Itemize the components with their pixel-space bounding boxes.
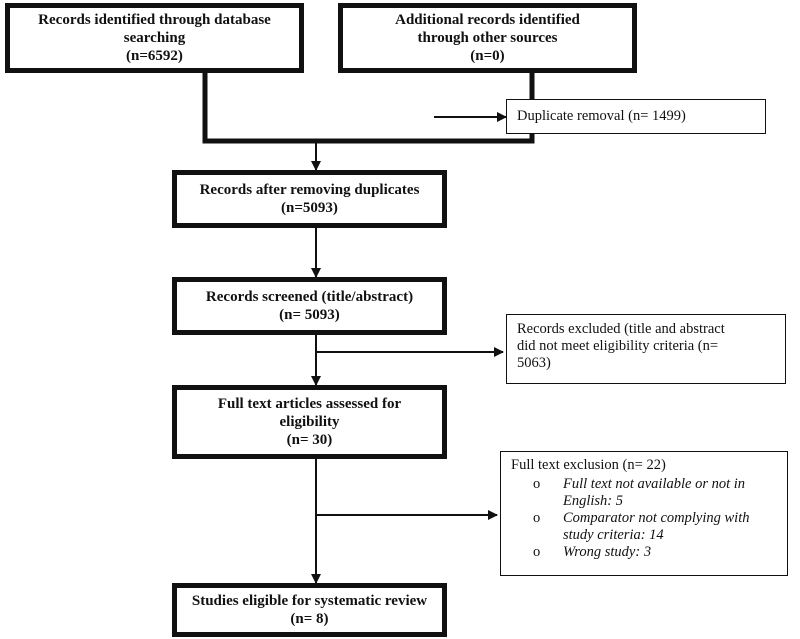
- box-identified-other-line1: Additional records identified: [395, 12, 580, 28]
- box-after-duplicates: Records after removing duplicates (n=509…: [172, 170, 447, 228]
- box-identified-other-sources: Additional records identified through ot…: [338, 3, 637, 73]
- exclusion-item: o Comparator not complying with study cr…: [533, 510, 777, 544]
- exclusion-item-2-line1: Comparator not complying with: [563, 510, 750, 526]
- box-identified-database-line2: searching: [123, 30, 186, 46]
- box-studies-eligible: Studies eligible for systematic review (…: [172, 583, 447, 637]
- box-full-text-count: (n= 30): [286, 432, 333, 448]
- records-excluded-line1: Records excluded (title and abstract: [517, 321, 725, 337]
- exclusion-item: o Wrong study: 3: [533, 544, 777, 561]
- exclusion-item-1-line1: Full text not available or not in: [563, 476, 746, 492]
- box-after-duplicates-line1: Records after removing duplicates: [199, 182, 420, 198]
- box-full-text-assessed: Full text articles assessed for eligibil…: [172, 385, 447, 459]
- exclusion-item-1-line2: English: 5: [563, 493, 624, 509]
- box-records-excluded: Records excluded (title and abstract did…: [506, 314, 786, 384]
- records-excluded-line2: did not meet eligibility criteria (n=: [517, 338, 719, 354]
- duplicate-removal-text: Duplicate removal (n= 1499): [517, 108, 686, 124]
- box-identified-database: Records identified through database sear…: [5, 3, 304, 73]
- full-text-exclusion-heading: Full text exclusion (n= 22): [511, 457, 666, 473]
- box-identified-database-count: (n=6592): [126, 48, 183, 64]
- box-records-screened-count: (n= 5093): [279, 307, 340, 323]
- exclusion-item-2-line2: study criteria: 14: [563, 527, 664, 543]
- box-full-text-line1: Full text articles assessed for: [217, 396, 402, 412]
- bullet-icon: o: [533, 510, 541, 526]
- full-text-exclusion-list: o Full text not available or not in Engl…: [511, 476, 777, 561]
- box-studies-eligible-line1: Studies eligible for systematic review: [191, 593, 428, 609]
- box-full-text-exclusion: Full text exclusion (n= 22) o Full text …: [500, 451, 788, 576]
- box-identified-other-count: (n=0): [470, 48, 505, 64]
- bullet-icon: o: [533, 544, 541, 560]
- box-records-screened: Records screened (title/abstract) (n= 50…: [172, 277, 447, 335]
- box-studies-eligible-count: (n= 8): [290, 611, 329, 627]
- box-duplicate-removal: Duplicate removal (n= 1499): [506, 99, 766, 134]
- box-full-text-line2: eligibility: [279, 414, 340, 430]
- exclusion-item: o Full text not available or not in Engl…: [533, 476, 777, 510]
- merge-bracket: [202, 72, 535, 144]
- box-records-screened-line1: Records screened (title/abstract): [205, 289, 414, 305]
- exclusion-item-3-line1: Wrong study: 3: [563, 544, 652, 560]
- box-identified-database-line1: Records identified through database: [38, 12, 271, 28]
- records-excluded-line3: 5063): [517, 355, 551, 371]
- box-identified-other-line2: through other sources: [417, 30, 558, 46]
- box-after-duplicates-count: (n=5093): [281, 200, 338, 216]
- bullet-icon: o: [533, 476, 541, 492]
